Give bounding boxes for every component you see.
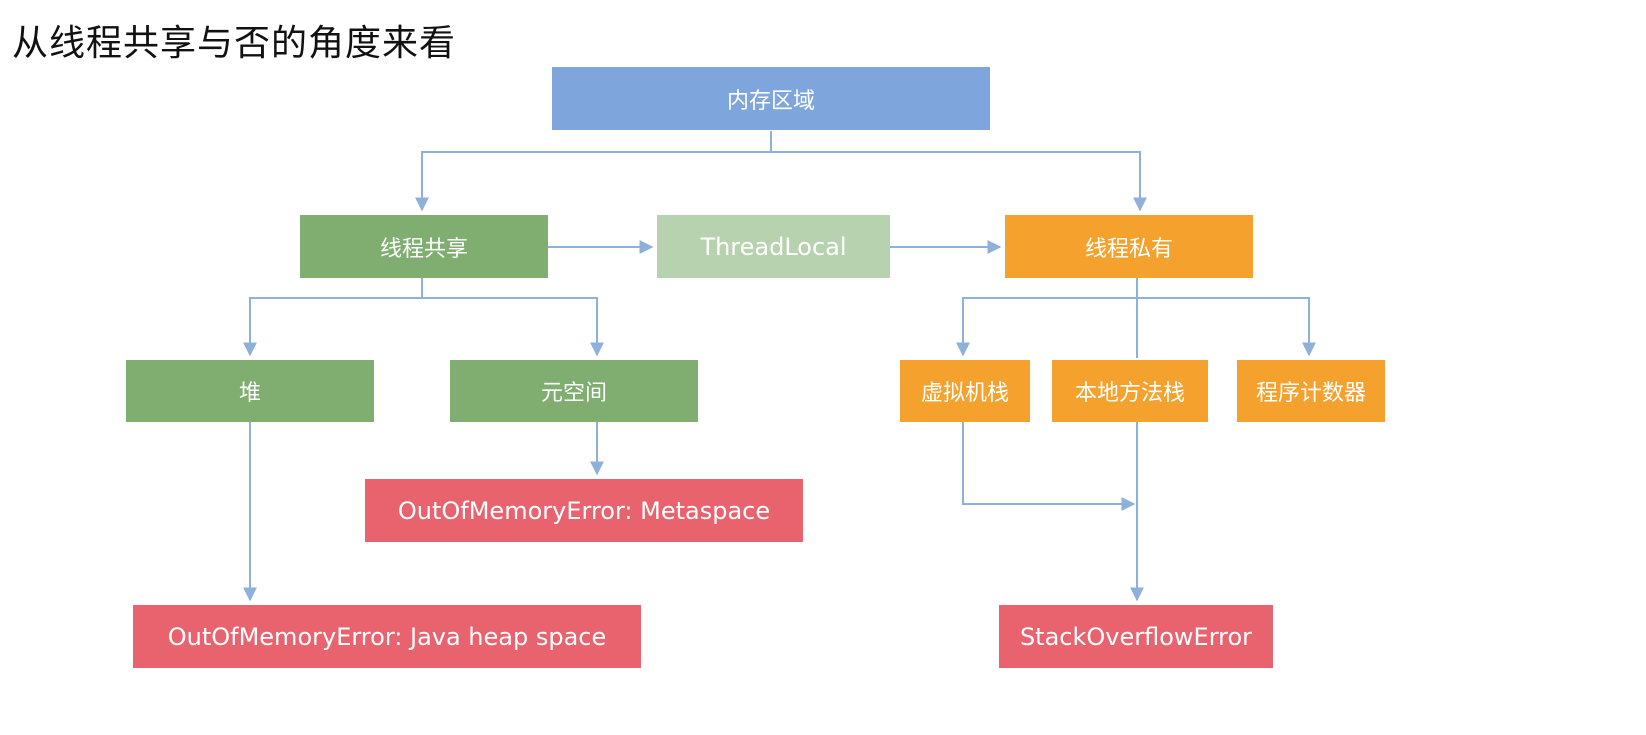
node-program-counter: 程序计数器 — [1237, 360, 1385, 422]
node-oom-metaspace: OutOfMemoryError: Metaspace — [365, 479, 803, 542]
node-heap: 堆 — [126, 360, 374, 422]
node-oom-heap: OutOfMemoryError: Java heap space — [133, 605, 641, 668]
edge-root-shared — [415, 131, 772, 212]
edge-vmstack-stackoverflow — [962, 422, 1136, 511]
node-thread-shared: 线程共享 — [300, 215, 548, 278]
edge-root-private — [771, 151, 1147, 212]
node-native-method-stack: 本地方法栈 — [1052, 360, 1208, 422]
node-thread-private: 线程私有 — [1005, 215, 1253, 278]
node-vm-stack: 虚拟机栈 — [900, 360, 1030, 422]
edge-private-pc — [1137, 297, 1316, 357]
edge-private-vmstack — [956, 297, 1137, 357]
node-threadlocal: ThreadLocal — [657, 215, 890, 278]
node-stack-overflow: StackOverflowError — [999, 605, 1273, 668]
edge-shared-heap — [243, 278, 423, 357]
page-title: 从线程共享与否的角度来看 — [12, 23, 457, 64]
node-metaspace: 元空间 — [450, 360, 698, 422]
node-memory-area: 内存区域 — [552, 67, 990, 130]
edge-shared-metaspace — [422, 297, 604, 357]
